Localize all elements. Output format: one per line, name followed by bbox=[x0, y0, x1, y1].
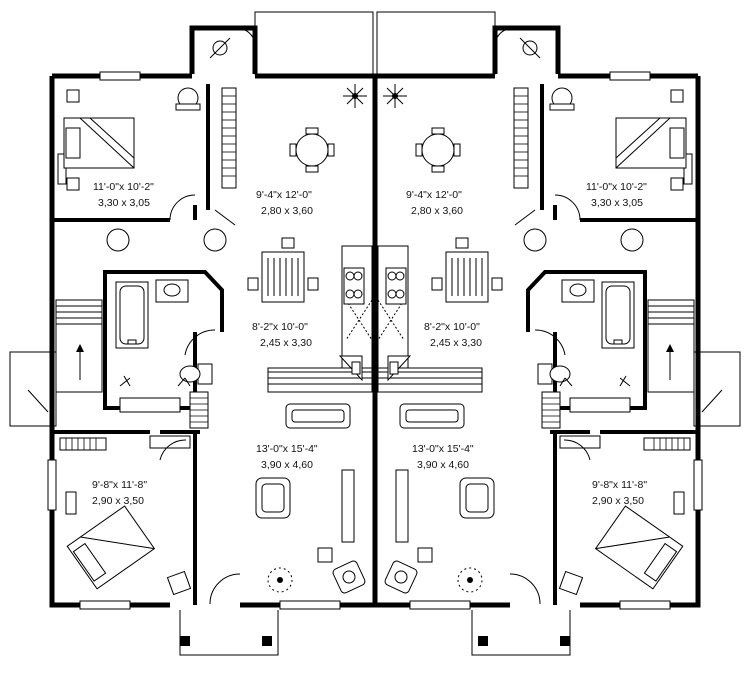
door-swing-icon bbox=[169, 194, 196, 221]
dining-right-metric: 2,80 x 3,60 bbox=[411, 205, 463, 217]
kitchen-left-metric: 2,45 x 3,30 bbox=[260, 337, 312, 349]
stairs-left bbox=[55, 299, 103, 393]
bathtub-icon bbox=[115, 281, 149, 349]
kitchen-right-imperial: 8'-2"x 10'-0" bbox=[424, 321, 480, 333]
bedroom-bottom-left-imperial: 9'-8"x 11'-8" bbox=[92, 479, 147, 491]
sink-icon bbox=[338, 355, 363, 382]
closet-rail bbox=[222, 95, 236, 177]
porch-post bbox=[180, 636, 190, 646]
armchair-icon bbox=[255, 477, 291, 519]
kitchen-table-icon bbox=[247, 237, 319, 303]
door-swing-icon bbox=[184, 329, 216, 356]
laundry-icon bbox=[119, 375, 131, 387]
kitchen-left-imperial: 8'-2"x 10'-0" bbox=[252, 321, 308, 333]
side-table-icon bbox=[317, 547, 333, 563]
bedroom-top-walls bbox=[52, 84, 210, 222]
stair-arrow-icon bbox=[76, 344, 84, 380]
nightstand-icon bbox=[66, 177, 80, 191]
closet-rail bbox=[65, 438, 97, 450]
ceiling-light-icon bbox=[343, 84, 367, 108]
windows-left bbox=[47, 71, 341, 610]
bedroom-top-left-metric: 3,30 x 3,05 bbox=[98, 197, 150, 209]
armchair-icon bbox=[175, 87, 201, 111]
sink-icon bbox=[155, 279, 189, 303]
unit-right: 11'-0"x 10'-2" 3,30 x 3,05 9'-4"x 12'-0"… bbox=[375, 11, 741, 656]
closet-rail bbox=[190, 397, 208, 423]
closet-hatch bbox=[59, 437, 107, 451]
bed-icon bbox=[66, 505, 156, 590]
living-left-metric: 3,90 x 4,60 bbox=[261, 459, 313, 471]
stove-icon bbox=[343, 267, 365, 305]
porch-post bbox=[262, 636, 272, 646]
bedroom-bottom-right-imperial: 9'-8"x 11'-8" bbox=[592, 479, 647, 491]
living-left-imperial: 13'-0"x 15'-4" bbox=[256, 443, 318, 455]
toilet-icon bbox=[179, 363, 213, 385]
armchair-icon bbox=[332, 560, 366, 594]
hall-light-icon bbox=[203, 228, 227, 252]
bedroom-top-left-imperial: 11'-0"x 10'-2" bbox=[93, 181, 154, 193]
hall-light-icon bbox=[106, 228, 130, 252]
door-swing-icon bbox=[244, 29, 256, 49]
front-stoop-left bbox=[9, 351, 57, 427]
storage-fixture-icon bbox=[209, 37, 231, 59]
front-porch-left bbox=[179, 610, 279, 656]
plant-icon bbox=[267, 567, 293, 593]
dresser-icon bbox=[65, 491, 77, 515]
bedroom-bottom-left-metric: 2,90 x 3,50 bbox=[92, 495, 144, 507]
bedroom-bottom-walls bbox=[52, 430, 200, 605]
living-right-imperial: 13'-0"x 15'-4" bbox=[412, 443, 474, 455]
door-swing-icon bbox=[159, 439, 187, 461]
armchair-icon bbox=[166, 570, 192, 596]
living-right-metric: 3,90 x 4,60 bbox=[417, 459, 469, 471]
door-swing-icon bbox=[27, 389, 53, 420]
dining-table-icon bbox=[289, 127, 335, 173]
nightstand-icon bbox=[66, 89, 80, 103]
bed-icon bbox=[63, 117, 135, 169]
rear-patio bbox=[254, 11, 374, 75]
closet-hatch bbox=[221, 87, 237, 189]
dining-right-imperial: 9'-4"x 12'-0" bbox=[406, 189, 462, 201]
door-swing-icon bbox=[209, 573, 241, 605]
bedroom-top-right-metric: 3,30 x 3,05 bbox=[591, 197, 643, 209]
faucet-icon bbox=[177, 377, 191, 387]
bedroom-bottom-right-metric: 2,90 x 3,50 bbox=[592, 495, 644, 507]
storage-closet-walls bbox=[189, 25, 258, 74]
media-console-icon bbox=[341, 469, 355, 543]
kitchen-right-metric: 2,45 x 3,30 bbox=[430, 337, 482, 349]
bedroom-top-right-imperial: 11'-0"x 10'-2" bbox=[586, 181, 647, 193]
dining-left-imperial: 9'-4"x 12'-0" bbox=[256, 189, 312, 201]
dining-left-metric: 2,80 x 3,60 bbox=[261, 205, 313, 217]
unit-left: 11'-0"x 10'-2" 3,30 x 3,05 9'-4"x 12'-0"… bbox=[9, 11, 378, 656]
sofa-icon bbox=[285, 403, 351, 429]
laundry-counter bbox=[119, 397, 181, 413]
door-swing-icon bbox=[214, 209, 236, 226]
closet-hatch bbox=[149, 435, 191, 449]
